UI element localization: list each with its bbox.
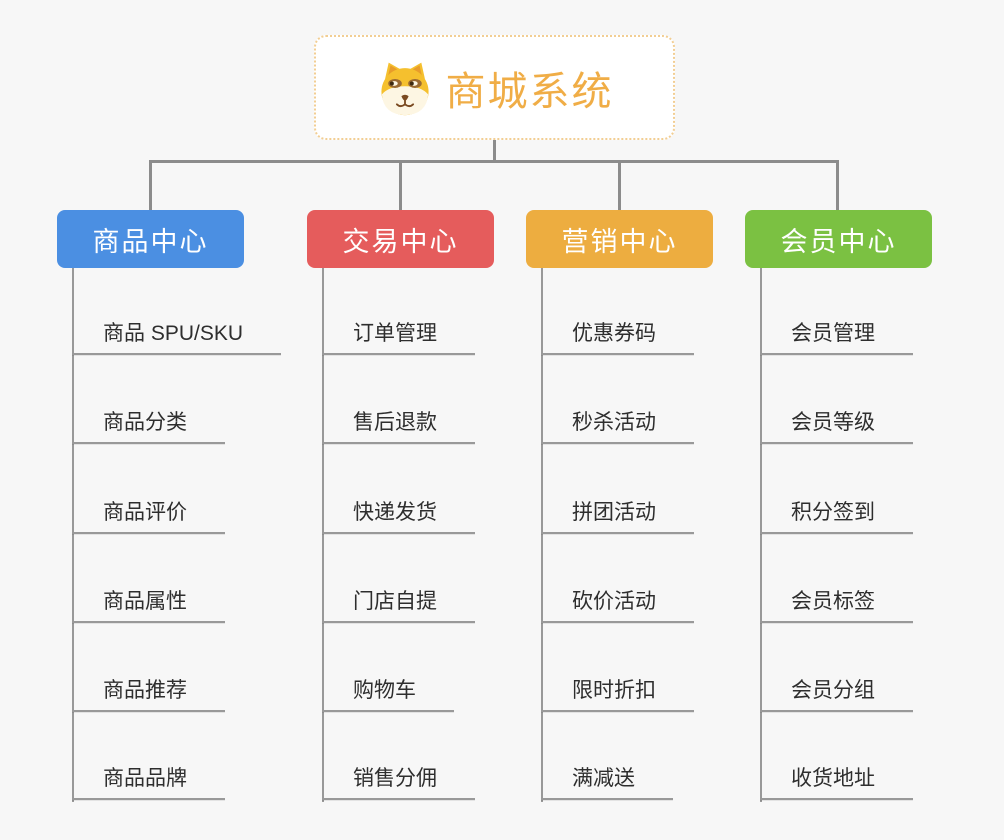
- tree-item[interactable]: 积分签到: [760, 498, 913, 534]
- tree-item[interactable]: 会员等级: [760, 408, 913, 444]
- connector-bus: [149, 160, 839, 163]
- tree-item[interactable]: 门店自提: [322, 587, 475, 623]
- tree-item[interactable]: 收货地址: [760, 764, 913, 800]
- connector-drop-product: [149, 162, 152, 210]
- tree-item[interactable]: 限时折扣: [541, 676, 694, 712]
- branch-header-marketing-center[interactable]: 营销中心: [526, 210, 713, 268]
- tree-item[interactable]: 商品分类: [72, 408, 225, 444]
- connector-trunk: [493, 140, 496, 162]
- root-node-mall-system[interactable]: 商城系统: [314, 35, 675, 140]
- tree-item[interactable]: 秒杀活动: [541, 408, 694, 444]
- branch-spine-product: [72, 268, 74, 802]
- tree-item[interactable]: 商品评价: [72, 498, 225, 534]
- tree-item[interactable]: 优惠券码: [541, 319, 694, 355]
- connector-drop-member: [836, 162, 839, 210]
- tree-item[interactable]: 订单管理: [322, 319, 475, 355]
- tree-item[interactable]: 商品 SPU/SKU: [72, 319, 282, 355]
- branch-header-trade-center[interactable]: 交易中心: [307, 210, 494, 268]
- tree-item[interactable]: 砍价活动: [541, 587, 694, 623]
- tree-item[interactable]: 会员管理: [760, 319, 913, 355]
- tree-item[interactable]: 商品推荐: [72, 676, 225, 712]
- tree-item[interactable]: 快递发货: [322, 498, 475, 534]
- dog-face-icon: [380, 62, 429, 115]
- branch-header-member-center[interactable]: 会员中心: [745, 210, 932, 268]
- tree-item[interactable]: 商品品牌: [72, 764, 225, 800]
- tree-item[interactable]: 商品属性: [72, 587, 225, 623]
- root-title: 商城系统: [445, 69, 614, 114]
- tree-item[interactable]: 售后退款: [322, 408, 475, 444]
- connector-drop-trade: [399, 162, 402, 210]
- tree-item[interactable]: 会员分组: [760, 676, 913, 712]
- tree-item[interactable]: 满减送: [541, 764, 673, 800]
- branch-header-product-center[interactable]: 商品中心: [57, 210, 244, 268]
- tree-item[interactable]: 会员标签: [760, 587, 913, 623]
- branch-spine-trade: [322, 268, 324, 802]
- tree-item[interactable]: 购物车: [322, 676, 454, 712]
- branch-spine-marketing: [541, 268, 543, 802]
- connector-drop-marketing: [618, 162, 621, 210]
- tree-item[interactable]: 拼团活动: [541, 498, 694, 534]
- branch-spine-member: [760, 268, 762, 802]
- tree-item[interactable]: 销售分佣: [322, 764, 475, 800]
